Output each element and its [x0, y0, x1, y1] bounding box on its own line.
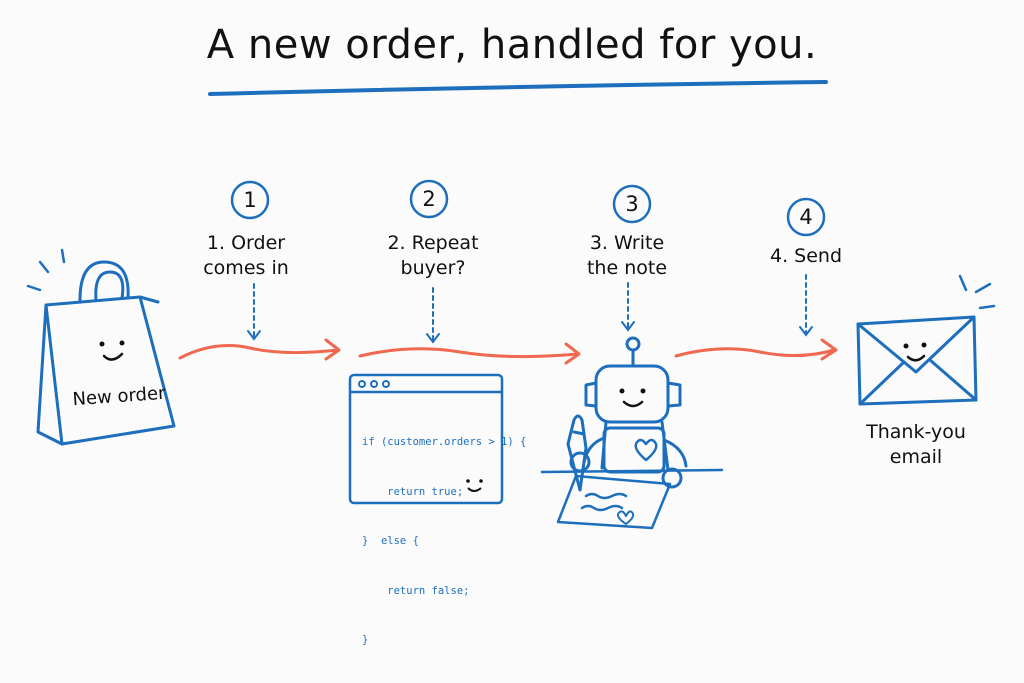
note-paper: [556, 474, 672, 530]
dotted-arrow-2: [426, 287, 440, 344]
shopping-bag-icon: [26, 248, 176, 446]
step-2-circle: [409, 179, 449, 219]
step-2-label: 2. Repeat buyer?: [363, 231, 503, 281]
step-1-label: 1. Order comes in: [176, 231, 316, 281]
envelope-label-line2: email: [889, 446, 943, 468]
code-line-4: return false;: [362, 584, 470, 597]
step-4-label-line1: 4. Send: [769, 245, 843, 267]
wavy-arrow-3: [674, 338, 838, 361]
envelope-label-line1: Thank-you: [866, 421, 966, 443]
step-2-label-line1: 2. Repeat: [387, 232, 479, 254]
step-1-label-line2: comes in: [203, 257, 289, 279]
envelope-icon: [856, 274, 996, 406]
step-4-number: 4: [799, 205, 813, 229]
code-line-5: }: [362, 634, 369, 646]
step-1-circle: [230, 180, 270, 220]
dotted-arrow-4: [799, 274, 813, 337]
robot-icon: [540, 336, 724, 492]
wavy-arrow-1: [178, 338, 341, 361]
step-3-label: 3. Write the note: [557, 231, 697, 281]
code-line-2: return true;: [362, 485, 464, 498]
code-window: [348, 373, 504, 505]
dotted-arrow-1: [247, 283, 261, 341]
page-title: A new order, handled for you.: [206, 22, 818, 68]
dotted-arrow-3: [621, 282, 635, 332]
step-2-number: 2: [422, 187, 436, 211]
code-line-1: if (customer.orders > 1) {: [362, 436, 527, 448]
wavy-arrow-2: [358, 342, 581, 365]
envelope-label: Thank-you email: [846, 420, 986, 470]
step-4-label: 4. Send: [736, 244, 876, 269]
step-4-circle: [786, 197, 826, 237]
step-1-number: 1: [243, 188, 257, 212]
code-line-3: } else {: [362, 535, 419, 547]
step-3-number: 3: [625, 192, 639, 216]
step-2-label-line2: buyer?: [400, 257, 466, 279]
step-3-label-line2: the note: [586, 257, 668, 279]
step-1-label-line1: 1. Order: [206, 232, 286, 254]
step-3-label-line1: 3. Write: [589, 232, 665, 254]
step-3-circle: [612, 184, 652, 224]
code-snippet: if (customer.orders > 1) { return true; …: [362, 401, 526, 682]
title-underline: [208, 80, 828, 96]
